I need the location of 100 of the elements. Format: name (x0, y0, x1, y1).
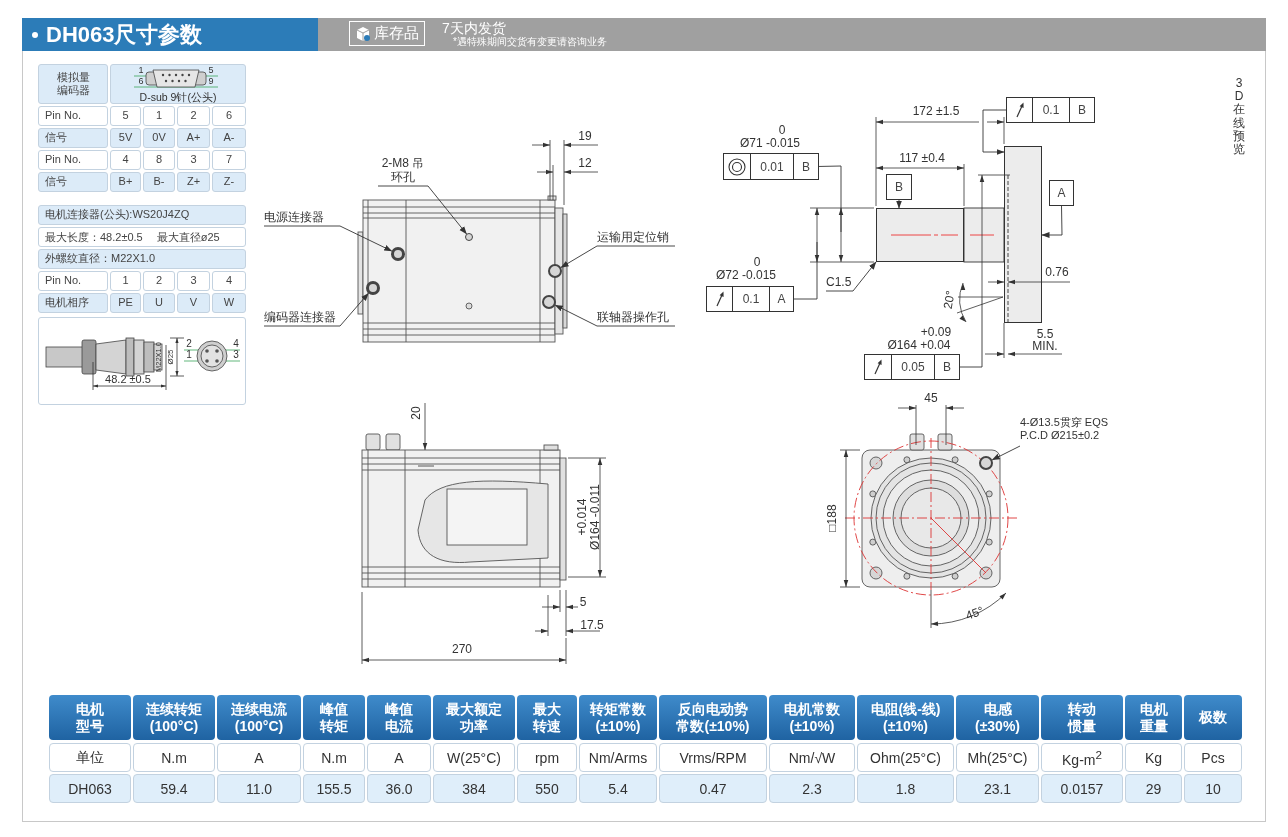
table-cell: 2.3 (769, 774, 855, 803)
tolerance-value: 0.05 (891, 355, 934, 379)
dimension-text: 17.5 (580, 619, 604, 633)
table-cell: Pin No. (38, 106, 108, 126)
table-cell: A+ (177, 128, 210, 148)
table-cell: 59.4 (133, 774, 215, 803)
stock-label: 库存品 (374, 24, 419, 43)
table-cell: Pcs (1184, 743, 1242, 772)
motor-shaft (876, 208, 964, 262)
dimension-text: Ø72 -0.015 (716, 269, 776, 283)
dimension-text: 20° (941, 289, 959, 311)
datum-feature-symbol: B (886, 174, 912, 200)
callout-label: 编码器连接器 (264, 310, 342, 326)
column-header: 最大额定功率 (433, 695, 515, 740)
title-text: DH063尺寸参数 (46, 20, 203, 49)
column-header: 电机型号 (49, 695, 131, 740)
dimension-text: 5 (579, 596, 587, 610)
column-header: 反向电动势常数(±10%) (659, 695, 767, 740)
dimension-text: 0.76 (1045, 266, 1069, 280)
table-cell: 4 (110, 150, 141, 170)
pin-number: 5 (208, 64, 214, 76)
table-cell: 29 (1125, 774, 1182, 803)
pin-number: 3 (233, 349, 239, 361)
dimension-text: Ø164 -0.011 (589, 484, 603, 550)
table-cell: A- (212, 128, 246, 148)
lifting-hole (465, 233, 473, 241)
callout-label: 2-M8 吊环孔 (378, 156, 428, 186)
table-cell: V (177, 293, 210, 313)
column-header: 电机常数(±10%) (769, 695, 855, 740)
table-cell: B+ (110, 172, 141, 192)
table-cell: 23.1 (956, 774, 1039, 803)
leader-line (896, 199, 902, 209)
table-cell: Mh(25°C) (956, 743, 1039, 772)
column-header: 峰值电流 (367, 695, 431, 740)
table-cell: 550 (517, 774, 577, 803)
table-cell: U (143, 293, 175, 313)
column-header: 峰值转矩 (303, 695, 365, 740)
spec-text: 最大直径ø25 (156, 229, 220, 245)
dimension-text: 20 (410, 406, 424, 420)
pin-number: 9 (208, 75, 214, 87)
datum-reference: B (793, 154, 818, 179)
table-cell: Vrms/RPM (659, 743, 767, 772)
dimension-text: 0 (778, 124, 786, 138)
table-cell: 5.4 (579, 774, 657, 803)
callout-label: 运输用定位销 (597, 230, 675, 246)
dimension-text: 45° (964, 604, 986, 624)
feature-control-frame (723, 153, 819, 180)
table-cell: Ohm(25°C) (857, 743, 954, 772)
table-cell: Pin No. (38, 271, 108, 291)
table-cell: 6 (212, 106, 246, 126)
pin-number: 6 (138, 75, 144, 87)
pin-number: 2 (186, 338, 192, 350)
dimension-text: MIN. (1032, 340, 1058, 354)
tolerance-value: 0.1 (732, 287, 769, 311)
delivery-text: 7天内发货 (442, 19, 506, 37)
dimension-text: Ø25 (166, 349, 176, 365)
table-cell: B- (143, 172, 175, 192)
callout-label: 电源连接器 (264, 210, 336, 226)
dimension-text: Ø71 -0.015 (740, 137, 800, 151)
table-cell: 单位 (49, 743, 131, 772)
table-cell: 外螺纹直径：M22X1.0 (38, 249, 246, 269)
table-cell: 7 (212, 150, 246, 170)
column-header: 最大转速 (517, 695, 577, 740)
mounting-flange (1004, 146, 1042, 323)
table-cell: 1.8 (857, 774, 954, 803)
spec-text: 最大长度：48.2±0.5 (45, 229, 143, 245)
table-cell: 155.5 (303, 774, 365, 803)
table-cell: Nm/√W (769, 743, 855, 772)
column-header: 转动惯量 (1041, 695, 1123, 740)
dimension-text: 48.2 ±0.5 (105, 372, 151, 386)
dimension-text: □188 (826, 504, 840, 532)
column-header: 电阻(线-线)(±10%) (857, 695, 954, 740)
table-cell: N.m (133, 743, 215, 772)
vertical-note-text: 3D在线预览 (1233, 77, 1245, 157)
dimension-text: 0 (753, 256, 761, 270)
table-cell: 模拟量编码器 (38, 64, 108, 104)
dimension-text: 12 (578, 157, 592, 171)
feature-control-frame (864, 354, 960, 380)
table-cell: 11.0 (217, 774, 301, 803)
column-header: 电机重量 (1125, 695, 1182, 740)
dimension-text: +0.014 (576, 498, 590, 536)
feature-control-frame (706, 286, 794, 312)
dimension-text: 45 (924, 392, 938, 406)
table-cell: Kg (1125, 743, 1182, 772)
column-header: 电感(±30%) (956, 695, 1039, 740)
dimension-text: 5.5 (1036, 328, 1054, 342)
table-cell: DH063 (49, 774, 131, 803)
table-cell: 5V (110, 128, 141, 148)
dimension-text: 19 (578, 130, 592, 144)
table-cell: 36.0 (367, 774, 431, 803)
dimension-text: 172 ±1.5 (912, 105, 960, 119)
note-text: *遇特殊期间交货有变更请咨询业务 (453, 36, 607, 48)
tolerance-value: 0.01 (750, 154, 793, 179)
table-cell: rpm (517, 743, 577, 772)
feature-control-frame (1006, 97, 1095, 123)
table-cell: 0.0157 (1041, 774, 1123, 803)
dimension-text: 270 (452, 643, 472, 657)
table-cell: 0.47 (659, 774, 767, 803)
table-cell: 2 (177, 106, 210, 126)
connector-caption: D-sub 9针(公头) (139, 90, 217, 104)
